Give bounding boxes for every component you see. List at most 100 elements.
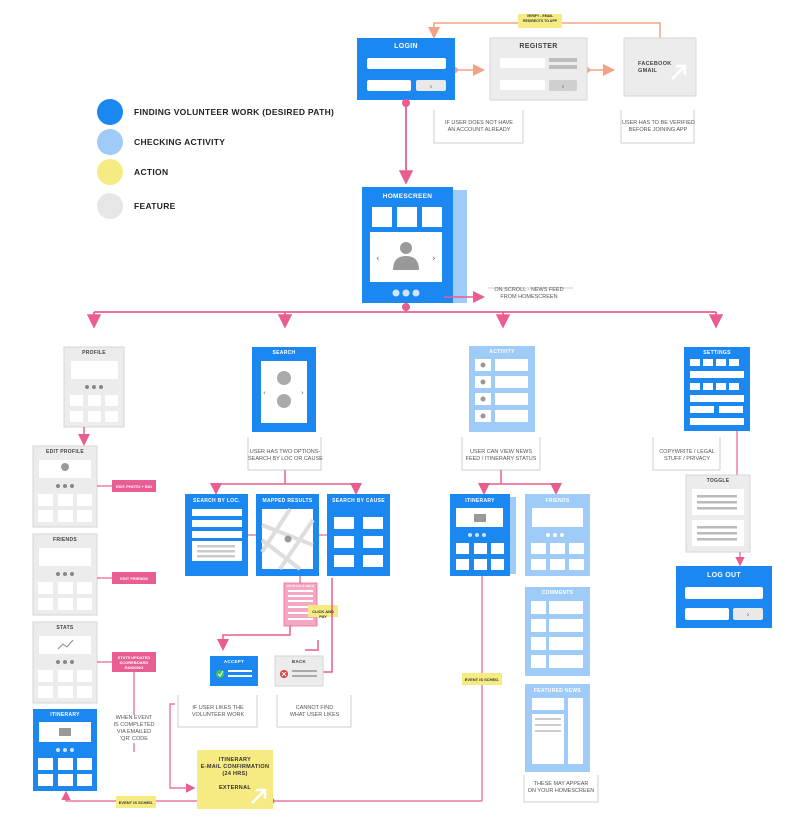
verify-email-note: VERIFY - EMAIL REDIRECTS TO APP — [518, 14, 562, 28]
chevron-right-icon: › — [429, 82, 432, 91]
search-split-connector — [210, 470, 362, 495]
user-avatar-icon — [393, 242, 419, 270]
stats-title: STATS — [56, 625, 74, 631]
click-and-pay-label: CLICK AND PAY — [312, 608, 334, 619]
friends-left-screen[interactable] — [32, 533, 98, 616]
legend-dot-activity — [97, 129, 123, 155]
legend-dot-feature — [97, 193, 123, 219]
search-by-cause-option[interactable] — [277, 394, 291, 408]
activity-title: ACTIVITY — [489, 349, 515, 355]
accept-title: ACCEPT — [223, 659, 245, 664]
edit-profile-title: EDIT PROFILE — [45, 449, 85, 455]
facebook-gmail-title: FACEBOOK GMAIL — [638, 61, 672, 74]
stats-updated-label: STATS UPDATED SCOREBOARD RANKING — [117, 654, 151, 670]
accept-screen[interactable] — [210, 656, 258, 686]
itinerary-title: ITINERARY — [465, 498, 495, 504]
event-sched-bottom-label: EVENT IS SCHED. — [118, 799, 154, 805]
search-screen[interactable]: ‹ › — [252, 347, 316, 432]
profile-title: PROFILE — [82, 350, 106, 356]
chevron-left-icon[interactable]: ‹ — [376, 254, 380, 264]
back-screen[interactable] — [274, 655, 324, 687]
register-screen[interactable]: › — [489, 37, 588, 101]
edit-photo-bio-tag — [112, 480, 156, 492]
copywrite-note: COPYWRITE / LEGAL STUFF / PRIVACY — [659, 449, 715, 462]
login-password-field[interactable] — [367, 80, 411, 91]
login-screen[interactable]: › — [357, 38, 455, 100]
event-sched-bottom-tag — [116, 796, 156, 808]
legend-dot-primary — [97, 99, 123, 125]
search-by-cause-title: SEARCH BY CAUSE — [332, 498, 385, 504]
no-account-note: IF USER DOES NOT HAVE AN ACCOUNT ALREADY — [445, 120, 513, 133]
activity-split-connector — [478, 470, 562, 495]
logout-field-1[interactable] — [685, 587, 763, 599]
toggle-screen[interactable] — [685, 474, 751, 553]
login-title: LOGIN — [394, 43, 418, 50]
log-out-title: LOG OUT — [707, 572, 741, 579]
edit-profile-screen[interactable] — [32, 445, 98, 528]
edit-friends-label: EDIT FRIENDS — [120, 575, 148, 581]
event-sched-right-label: EVENT IS SCHED. — [464, 676, 500, 682]
mapped-results-title: MAPPED RESULTS — [262, 498, 313, 504]
search-title: SEARCH — [272, 350, 296, 356]
featured-news-screen[interactable] — [525, 684, 590, 772]
homescreen-frame[interactable]: ‹ › — [362, 187, 467, 303]
map-pin-icon[interactable] — [284, 535, 292, 543]
comments-screen[interactable] — [525, 587, 590, 676]
legend-dot-action — [97, 159, 123, 185]
settings-screen[interactable] — [684, 347, 750, 431]
homescreen-title: HOMESCREEN — [382, 193, 433, 200]
chevron-right-icon[interactable]: › — [301, 389, 304, 397]
cannot-find-note: CANNOT FIND WHAT USER LIKES — [289, 705, 340, 718]
register-submit-button[interactable] — [549, 80, 577, 91]
itinerary-left-screen[interactable] — [33, 709, 97, 791]
external-box-text: ITINERARY E-MAIL CONFIRMATION (24 HRS) E… — [200, 757, 270, 791]
verified-note: USER HAS TO BE VERIFIED BEFORE JOINING A… — [622, 120, 695, 133]
note-brackets — [177, 110, 721, 803]
legend-label-primary: FINDING VOLUNTEER WORK (DESIRED PATH) — [134, 107, 335, 117]
folder-icon — [474, 514, 486, 522]
stats-screen[interactable] — [32, 621, 98, 704]
login-submit-button[interactable] — [416, 80, 446, 91]
profile-screen[interactable] — [63, 346, 125, 428]
legend-label-feature: FEATURE — [134, 201, 176, 211]
click-and-pay-tag — [308, 605, 338, 617]
details-info-screen[interactable] — [283, 582, 318, 627]
details-decision-connectors — [217, 578, 333, 673]
chevron-right-icon: › — [746, 610, 749, 619]
search-by-loc-option[interactable] — [277, 371, 291, 385]
itinerary-screen[interactable] — [450, 494, 516, 576]
folder-icon — [59, 728, 71, 736]
external-email-box[interactable] — [197, 750, 273, 809]
user-avatar-icon — [61, 463, 69, 471]
event-sched-right-tag — [462, 673, 502, 685]
chevron-left-icon[interactable]: ‹ — [263, 389, 266, 397]
facebook-gmail-screen[interactable] — [623, 37, 697, 97]
comments-title: COMMENTS — [541, 590, 574, 596]
edit-photo-bio-label: EDIT PHOTO + BIO — [115, 483, 153, 489]
activity-screen[interactable] — [469, 346, 535, 432]
search-by-loc-title: SEARCH BY LOC. — [193, 498, 240, 504]
mapped-results-screen[interactable] — [256, 494, 319, 576]
external-arrow-icon — [671, 64, 687, 80]
edit-friends-tag — [112, 572, 156, 584]
logout-field-2[interactable] — [685, 608, 729, 620]
chevron-right-icon[interactable]: › — [432, 254, 436, 264]
friends-screen[interactable] — [525, 494, 590, 576]
search-options-note: USER HAS TWO OPTIONS- SEARCH BY LOC OR C… — [248, 449, 323, 462]
on-scroll-note: ON SCROLL - NEWS FEED FROM HOMESCREEN — [494, 287, 564, 300]
search-by-loc-screen[interactable] — [185, 494, 248, 576]
settings-title: SETTINGS — [703, 350, 731, 356]
chart-line-icon — [57, 639, 74, 650]
featured-news-title: FEATURED NEWS — [533, 688, 582, 694]
search-by-cause-screen[interactable] — [327, 494, 390, 576]
likes-work-note: IF USER LIKES THE VOLUNTEER WORK — [191, 705, 245, 718]
logout-submit-button[interactable] — [733, 608, 763, 620]
register-title: REGISTER — [519, 43, 558, 50]
activity-view-note: USER CAN VIEW NEWS FEED / ITINERARY STAT… — [465, 449, 537, 462]
itinerary-left-title: ITINERARY — [50, 712, 80, 718]
log-out-screen[interactable]: › — [676, 566, 772, 628]
login-username-field[interactable] — [367, 58, 446, 69]
chevron-right-icon: › — [561, 82, 564, 91]
